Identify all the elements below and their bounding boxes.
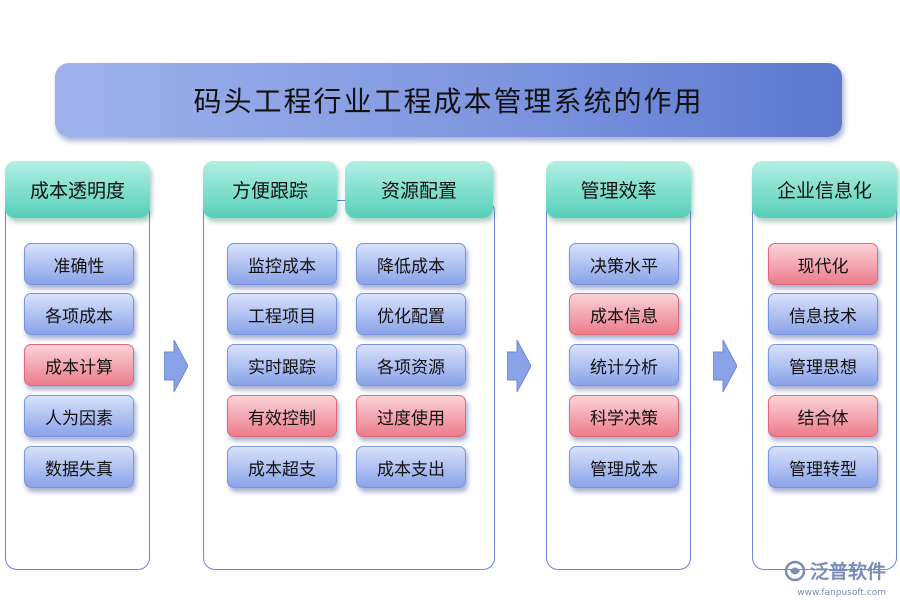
- arrow-right-icon: [164, 340, 188, 392]
- item-chip: 管理转型: [768, 446, 878, 488]
- item-chip: 有效控制: [227, 395, 337, 437]
- item-chip: 科学决策: [569, 395, 679, 437]
- header-resources: 资源配置: [345, 161, 493, 218]
- item-chip: 管理思想: [768, 344, 878, 386]
- arrow-right-icon: [713, 340, 737, 392]
- item-chip: 统计分析: [569, 344, 679, 386]
- item-chip: 各项成本: [24, 293, 134, 335]
- item-chip: 管理成本: [569, 446, 679, 488]
- item-chip: 成本超支: [227, 446, 337, 488]
- header-efficiency: 管理效率: [546, 161, 691, 218]
- item-chip: 成本信息: [569, 293, 679, 335]
- item-chip: 数据失真: [24, 446, 134, 488]
- item-chip: 过度使用: [356, 395, 466, 437]
- brand-logo: 泛普软件: [784, 557, 886, 584]
- item-chip: 现代化: [768, 243, 878, 285]
- item-chip: 决策水平: [569, 243, 679, 285]
- logo-url: www.fanpusoft.com: [797, 588, 886, 598]
- item-chip: 准确性: [24, 243, 134, 285]
- item-chip: 各项资源: [356, 344, 466, 386]
- item-chip: 结合体: [768, 395, 878, 437]
- header-informatization: 企业信息化: [752, 161, 897, 218]
- item-chip: 降低成本: [356, 243, 466, 285]
- header-tracking: 方便跟踪: [203, 161, 337, 218]
- item-chip: 监控成本: [227, 243, 337, 285]
- logo-icon: [784, 560, 806, 581]
- diagram-title: 码头工程行业工程成本管理系统的作用: [55, 63, 842, 137]
- item-chip: 实时跟踪: [227, 344, 337, 386]
- item-chip: 人为因素: [24, 395, 134, 437]
- item-chip: 成本支出: [356, 446, 466, 488]
- arrow-right-icon: [507, 340, 531, 392]
- item-chip: 工程项目: [227, 293, 337, 335]
- item-chip: 优化配置: [356, 293, 466, 335]
- logo-name: 泛普软件: [809, 561, 886, 583]
- header-transparency: 成本透明度: [5, 161, 150, 218]
- item-chip: 信息技术: [768, 293, 878, 335]
- item-chip: 成本计算: [24, 344, 134, 386]
